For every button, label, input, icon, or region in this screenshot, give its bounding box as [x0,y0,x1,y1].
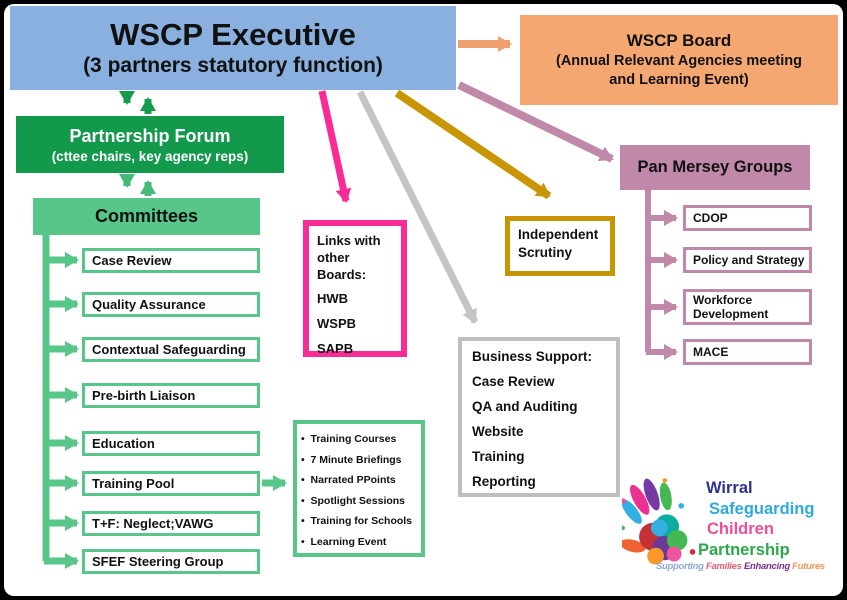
committee-item-education: Education [82,431,260,456]
business-item-qa-auditing: QA and Auditing [472,399,578,414]
board-title: WSCP Board [626,31,732,50]
arrow-exec-to-scrutiny [394,89,552,200]
committee-item-pre-birth-liaison: Pre-birth Liaison [82,383,260,408]
business-item-case-review: Case Review [472,374,555,389]
business-heading: Business Support: [472,349,593,364]
training-item: 7 Minute Briefings [301,454,419,466]
logo-line-partnership: Partnership [698,540,790,559]
pan-item-policy-strategy: Policy and Strategy [683,247,812,273]
committee-item-sfef-steering-group: SFEF Steering Group [82,549,260,574]
board-subtitle-line2: and Learning Event) [609,72,749,88]
training-item: Learning Event [301,536,419,548]
tagline-futures: Futures [792,561,825,572]
handprint-logo-icon [622,478,696,565]
links-item-sapb: SAPB [317,341,354,356]
training-item: Spotlight Sessions [301,495,419,507]
tagline-enhancing: Enhancing [743,561,790,572]
links-heading: Links with other Boards: [317,233,381,282]
wscp-board-box: WSCP Board (Annual Relevant Agencies mee… [520,15,838,105]
training-item: Training Courses [301,433,419,445]
business-item-training: Training [472,449,525,464]
forum-title: Partnership Forum [69,125,231,146]
training-item: Narrated PPoints [301,474,419,486]
independent-scrutiny-box: Independent Scrutiny [505,216,615,276]
business-item-website: Website [472,424,524,439]
tagline-supporting: Supporting [656,561,704,572]
connector-arrows-svg [42,36,678,569]
arrow-exec-to-business [356,90,479,324]
logo-line-children: Children [707,520,774,538]
links-other-boards-box: Links with other Boards: HWB WSPB SAPB [303,220,407,357]
business-support-box: Business Support: Case Review QA and Aud… [458,337,620,497]
tagline-families: Families [706,561,742,572]
partnership-forum-box: Partnership Forum (cttee chairs, key age… [16,116,284,173]
executive-subtitle: (3 partners statutory function) [83,54,383,77]
training-offer-box: Training Courses 7 Minute Briefings Narr… [293,420,425,557]
arrow-exec-to-links [318,90,352,203]
committee-item-contextual-safeguarding: Contextual Safeguarding [82,337,260,362]
logo-line-safeguarding: Safeguarding [709,499,815,518]
training-item: Training for Schools [301,515,419,527]
committees-header: Committees [33,198,260,235]
wscp-logo-wordmark: Wirral Safeguarding Children Partnership [698,478,843,560]
slide-canvas: WSCP Executive (3 partners statutory fun… [4,4,843,596]
arrow-exec-to-panmersey [457,81,614,163]
wscp-executive-box: WSCP Executive (3 partners statutory fun… [10,6,456,90]
pan-item-workforce-development: Workforce Development [683,289,812,325]
committee-item-case-review: Case Review [82,248,260,273]
business-item-reporting: Reporting [472,474,536,489]
executive-title: WSCP Executive [110,17,356,52]
pan-mersey-header: Pan Mersey Groups [620,145,810,190]
logo-tagline: Supporting Families Enhancing Futures [656,561,831,572]
forum-subtitle: (cttee chairs, key agency reps) [51,148,249,164]
logo-line-wirral: Wirral [706,479,753,497]
committee-item-quality-assurance: Quality Assurance [82,292,260,317]
pan-item-mace: MACE [683,339,812,365]
committee-item-tf-neglect-vawg: T+F: Neglect;VAWG [82,511,260,536]
training-offer-list: Training Courses 7 Minute Briefings Narr… [301,433,419,548]
links-item-wspb: WSPB [317,316,356,331]
committee-item-training-pool: Training Pool [82,471,260,496]
pan-item-cdop: CDOP [683,205,812,231]
links-item-hwb: HWB [317,291,349,306]
board-subtitle-line1: (Annual Relevant Agencies meeting [555,53,803,69]
